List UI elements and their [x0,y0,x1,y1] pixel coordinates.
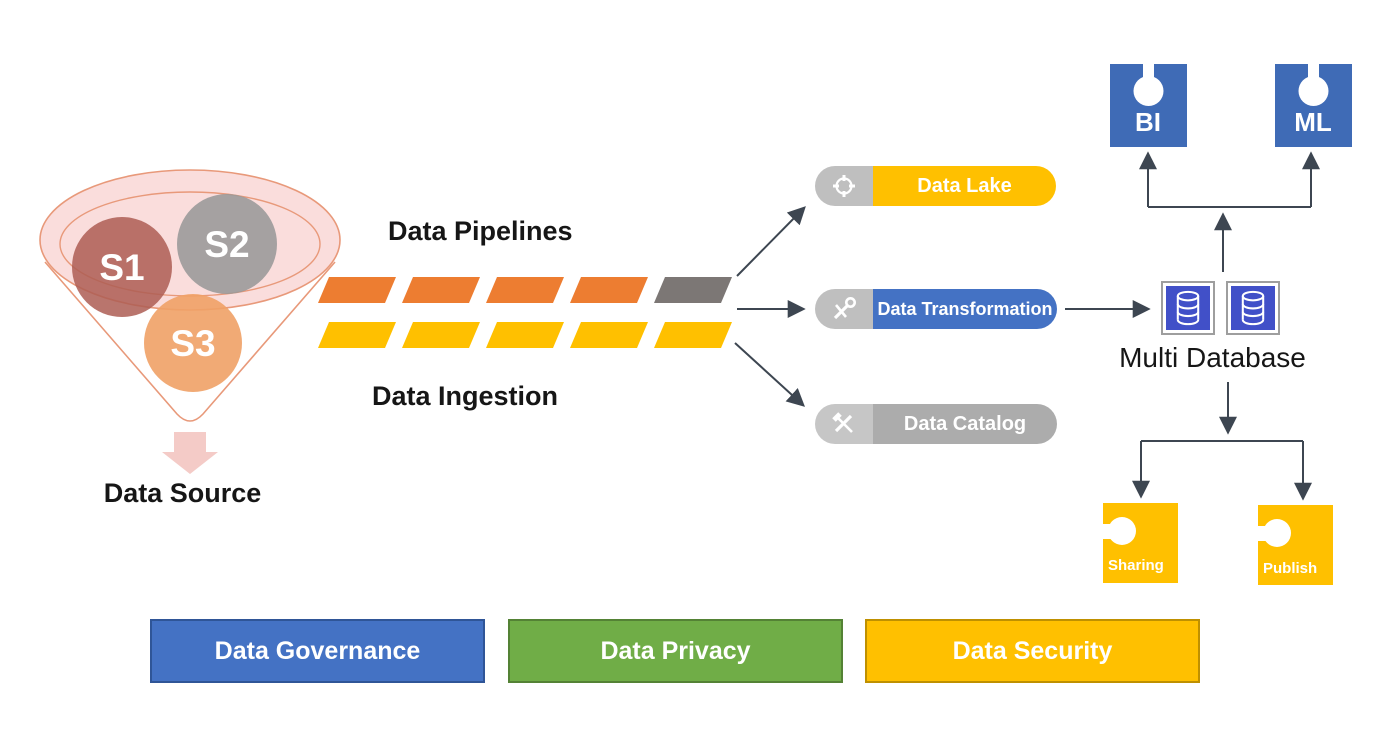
data-catalog-pill: Data Catalog [815,404,1057,444]
pipeline-rows [318,277,732,348]
data-lake-icon-cap [815,166,873,206]
publish-notch-channel [1258,526,1270,541]
pipeline-segment [486,277,564,303]
pipeline-segment [570,322,648,348]
publish-notch-circle [1263,519,1291,547]
data-governance-label: Data Governance [214,636,421,665]
source-s1-label: S1 [99,247,144,288]
pipeline-segment [654,322,732,348]
pipeline-output-arrows [734,206,806,407]
multi-database-label: Multi Database [1119,342,1306,373]
ml-label: ML [1294,107,1332,137]
publish-puzzle: Publish [1258,505,1333,585]
sharing-notch-channel [1103,524,1115,539]
bi-notch-circle [1133,76,1164,106]
bi-square [1110,64,1187,147]
data-transformation-icon-cap [815,289,873,329]
funnel-down-arrow [162,432,218,474]
arrow-to-data-lake [736,206,806,277]
source-circle-s3: S3 [144,294,242,392]
ml-notch-circle [1298,76,1329,106]
connector-down-tree [1132,382,1312,501]
tools-icon [833,297,856,320]
pipeline-segment [402,322,480,348]
bi-label: BI [1135,107,1161,137]
database-cylinder-icon [1231,286,1275,330]
data-transformation-label: Data Transformation [873,289,1057,329]
data-privacy-label: Data Privacy [600,636,751,665]
sharing-label: Sharing [1108,557,1164,574]
pipeline-segment-gray [654,277,732,303]
pipeline-segment [402,277,480,303]
connector-up-tree [1139,151,1320,272]
database-cylinder-icon [1166,286,1210,330]
sharing-puzzle: Sharing [1103,503,1178,583]
data-security-bar: Data Security [865,619,1200,683]
funnel-rim-inner [59,191,321,297]
source-circle-s2: S2 [177,194,277,294]
publish-label: Publish [1263,560,1317,577]
sharing-notch-circle [1108,517,1136,545]
database-icon-1 [1161,281,1215,335]
pipeline-segment [486,322,564,348]
bi-notch-channel [1143,64,1154,80]
data-catalog-label: Data Catalog [873,404,1057,444]
data-source-funnel: S1 S2 S3 [39,169,341,474]
database-icon-2 [1226,281,1280,335]
data-privacy-bar: Data Privacy [508,619,843,683]
pipeline-segment [570,277,648,303]
funnel-rim-outer [39,169,341,311]
source-s2-label: S2 [204,224,249,265]
data-source-label: Data Source [103,478,262,508]
ml-notch-channel [1308,64,1319,80]
data-governance-bar: Data Governance [150,619,485,683]
ml-puzzle: ML [1275,64,1352,147]
data-pipelines-label: Data Pipelines [388,216,573,246]
data-security-label: Data Security [952,636,1113,665]
data-catalog-icon-cap [815,404,873,444]
data-ingestion-label: Data Ingestion [372,381,559,411]
hammer-wrench-icon [832,412,853,433]
sharing-square [1103,503,1178,583]
data-lake-pill: Data Lake [815,166,1056,206]
ml-square [1275,64,1352,147]
data-transformation-pill: Data Transformation [815,289,1057,329]
arrow-to-data-catalog [734,342,805,407]
source-circle-s1: S1 [72,217,172,317]
data-lake-label: Data Lake [873,166,1056,206]
source-s3-label: S3 [170,323,215,364]
pipeline-segment [318,277,396,303]
funnel-cone [44,261,336,422]
publish-square [1258,505,1333,585]
pipeline-segment [318,322,396,348]
target-icon [833,175,855,197]
bi-puzzle: BI [1110,64,1187,147]
